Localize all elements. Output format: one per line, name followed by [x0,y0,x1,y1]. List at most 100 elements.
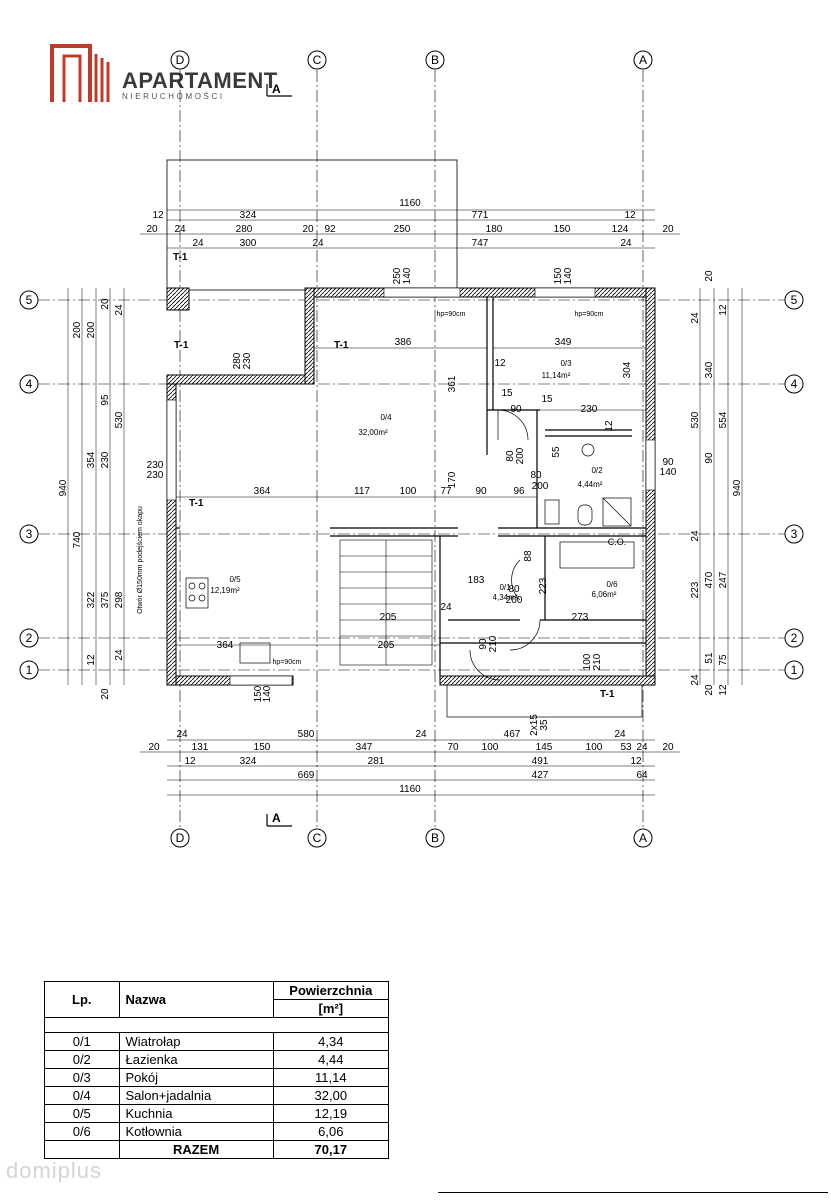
room-area: 12,19m² [210,586,240,595]
cell-area: 6,06 [272,1122,390,1141]
dim-label: 51 [704,652,715,664]
dim-label: 90 [510,404,522,415]
dim-label: 12 [184,756,196,767]
axis-bubbles-bottom: D C B A [170,828,653,848]
axis-label-left: 3 [26,527,33,541]
dim-label: 24 [174,224,186,235]
dim-label: 230 [147,460,164,471]
dim-label: 747 [472,238,489,249]
axis-label-left: 2 [26,631,33,645]
dim-label: 20 [704,684,715,696]
dim-label: 24 [614,729,626,740]
vent-note: Otwór Ø150mm podejściem okapu [137,506,144,614]
section-mark-bottom: A [272,811,281,825]
dim-label: 530 [690,411,701,428]
table-total-row: RAZEM 70,17 [44,1140,390,1159]
cell-name: Kotłownia [118,1122,274,1141]
dim-label: 740 [72,531,83,548]
interior-annotations: 386 349 364 117 100 77 90 96 230 90 15 1… [137,267,677,736]
dim-label: 304 [622,361,633,378]
dim-label: 230 [242,352,253,369]
dim-label: 100 [400,486,417,497]
logo-mark-icon [50,44,110,102]
dim-label: 200 [506,595,523,606]
dim-label: 491 [532,756,549,767]
watermark: domiplus [6,1158,103,1183]
dim-label: 361 [447,375,458,392]
axis-label-bottom: D [176,831,185,845]
table-row: 0/5 Kuchnia 12,19 [44,1104,390,1123]
dim-label: 12 [718,304,729,316]
dim-label: 70 [447,742,459,753]
cell-lp: 0/1 [44,1032,120,1051]
dim-label: 170 [447,471,458,488]
cell-lp: 0/4 [44,1086,120,1105]
dimension-chains-right: 940 24 530 24 470 24 20 12 554 75 12 340… [690,270,743,696]
room-area: 6,06m² [592,590,617,599]
room-area: 4,34m² [493,593,518,602]
total-area: 70,17 [272,1140,390,1159]
dim-label: 364 [217,640,234,651]
dim-label: 131 [192,742,209,753]
cell-area: 4,34 [272,1032,390,1051]
dim-label: 15 [541,394,553,405]
cell-name: Salon+jadalnia [118,1086,274,1105]
dim-label: 12 [630,756,642,767]
dim-label: 100 [586,742,603,753]
cell-name: Pokój [118,1068,274,1087]
dim-label: 124 [612,224,629,235]
cell-name: Wiatrołap [118,1032,274,1051]
dim-label: 324 [240,756,257,767]
axis-label-left: 5 [26,293,33,307]
table-row: 0/4 Salon+jadalnia 32,00 [44,1086,390,1105]
dim-label: 20 [100,298,111,310]
tag-t1: T-1 [173,252,188,263]
interior-walls [176,297,646,676]
dimension-chains-top: 1160 12 324 771 12 20 24 280 20 92 250 1… [140,198,680,249]
cell-lp: 0/6 [44,1122,120,1141]
axis-label-top: A [639,53,647,67]
cell-lp: 0/3 [44,1068,120,1087]
dim-label: 88 [523,550,534,562]
table-row: 0/6 Kotłownia 6,06 [44,1122,390,1141]
dim-label: 554 [718,411,729,428]
axis-label-bottom: B [431,831,439,845]
dim-label: 250 [392,267,403,284]
dim-label: 12 [152,210,164,221]
room-code: 0/6 [606,580,618,589]
dim-label: 20 [704,270,715,282]
section-marks: A A [266,82,292,827]
brand-name: APARTAMENT [122,68,278,93]
dim-label: 24 [114,304,125,316]
dim-label: 324 [240,210,257,221]
dim-label: 200 [86,321,97,338]
cell-name: Łazienka [118,1050,274,1069]
dim-label: 90 [662,457,674,468]
axis-label-right: 4 [791,377,798,391]
axis-label-left: 1 [26,663,33,677]
col-header-unit: [m²] [272,999,390,1018]
dim-label: 300 [240,238,257,249]
dim-label: 20 [146,224,158,235]
dim-label: 20 [662,742,674,753]
dim-label: 95 [100,394,111,406]
dim-label: 90 [478,638,489,650]
dim-label: 12 [494,358,506,369]
dim-label: 200 [515,447,526,464]
cell-lp: 0/5 [44,1104,120,1123]
room-area: 11,14m² [542,371,571,380]
dim-label: 250 [394,224,411,235]
dim-label: 24 [690,530,701,542]
cell-area: 32,00 [272,1086,390,1105]
dim-label: 375 [100,591,111,608]
dim-label: 223 [690,581,701,598]
axis-bubbles-sides: 5 4 3 2 1 5 4 3 2 1 [19,290,804,680]
tag-t1: T-1 [174,340,189,351]
entrance-step [446,684,643,718]
axis-grid [38,70,785,830]
windows [166,287,656,686]
dim-label: 281 [368,756,385,767]
dim-label: 100 [482,742,499,753]
cell-area: 4,44 [272,1050,390,1069]
room-code: 0/5 [229,575,241,584]
